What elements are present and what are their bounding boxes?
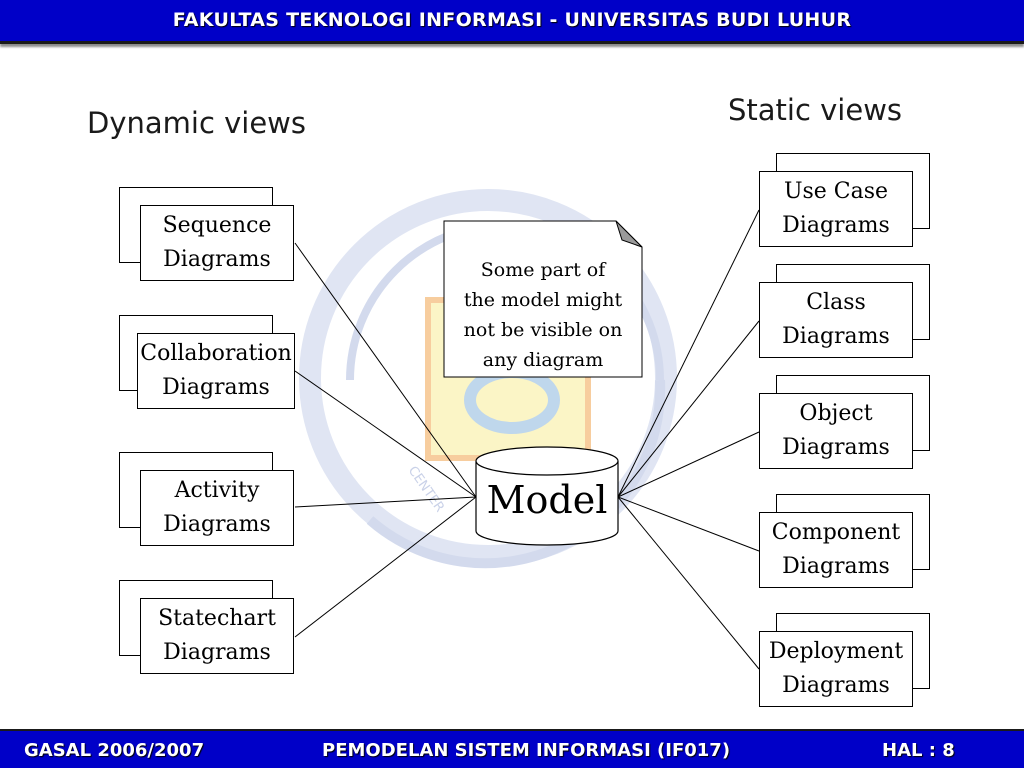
note-callout: Some part of the model might not be visi… [444,221,642,377]
connector-component [617,496,760,552]
connector-class [617,320,760,498]
component-diagrams-box: Component Diagrams [759,512,913,588]
class-label: Class Diagrams [782,290,890,349]
object-diagrams-box: Object Diagrams [759,393,913,469]
connector-collaboration [294,370,477,498]
footer-page-number: HAL : 8 [882,740,955,761]
header-title: FAKULTAS TEKNOLOGI INFORMASI - UNIVERSIT… [172,9,852,31]
footer-course: PEMODELAN SISTEM INFORMASI (IF017) [322,740,731,761]
header-bar: FAKULTAS TEKNOLOGI INFORMASI - UNIVERSIT… [0,0,1024,44]
model-cylinder [475,446,619,546]
deployment-diagrams-box: Deployment Diagrams [759,631,913,707]
statechart-diagrams-box: Statechart Diagrams [140,598,294,674]
connector-activity [294,496,477,508]
collaboration-diagrams-box: Collaboration Diagrams [137,333,295,409]
connector-usecase [617,209,760,498]
sequence-diagrams-box: Sequence Diagrams [140,205,294,281]
usecase-label: Use Case Diagrams [782,179,890,238]
class-diagrams-box: Class Diagrams [759,282,913,358]
collaboration-label: Collaboration Diagrams [140,341,292,400]
model-label: Model [486,478,608,522]
connector-object [617,431,760,498]
connector-sequence [294,242,477,498]
statechart-label: Statechart Diagrams [158,606,276,665]
connector-statechart [294,496,477,638]
connector-lines [294,209,760,670]
footer-bar: GASAL 2006/2007 PEMODELAN SISTEM INFORMA… [0,729,1024,768]
dynamic-views-heading: Dynamic views [87,106,307,140]
footer-semester: GASAL 2006/2007 [24,740,205,761]
usecase-diagrams-box: Use Case Diagrams [759,171,913,247]
static-views-heading: Static views [728,93,903,127]
object-label: Object Diagrams [782,401,890,460]
activity-label: Activity Diagrams [163,478,271,537]
watermark-text: CENTER [405,464,447,515]
connector-deployment [617,496,760,670]
sequence-label: Sequence Diagrams [162,213,272,272]
deployment-label: Deployment Diagrams [768,639,904,698]
note-shape [443,220,643,378]
activity-diagrams-box: Activity Diagrams [140,470,294,546]
component-label: Component Diagrams [771,520,901,579]
note-text: Some part of the model might not be visi… [463,259,623,371]
